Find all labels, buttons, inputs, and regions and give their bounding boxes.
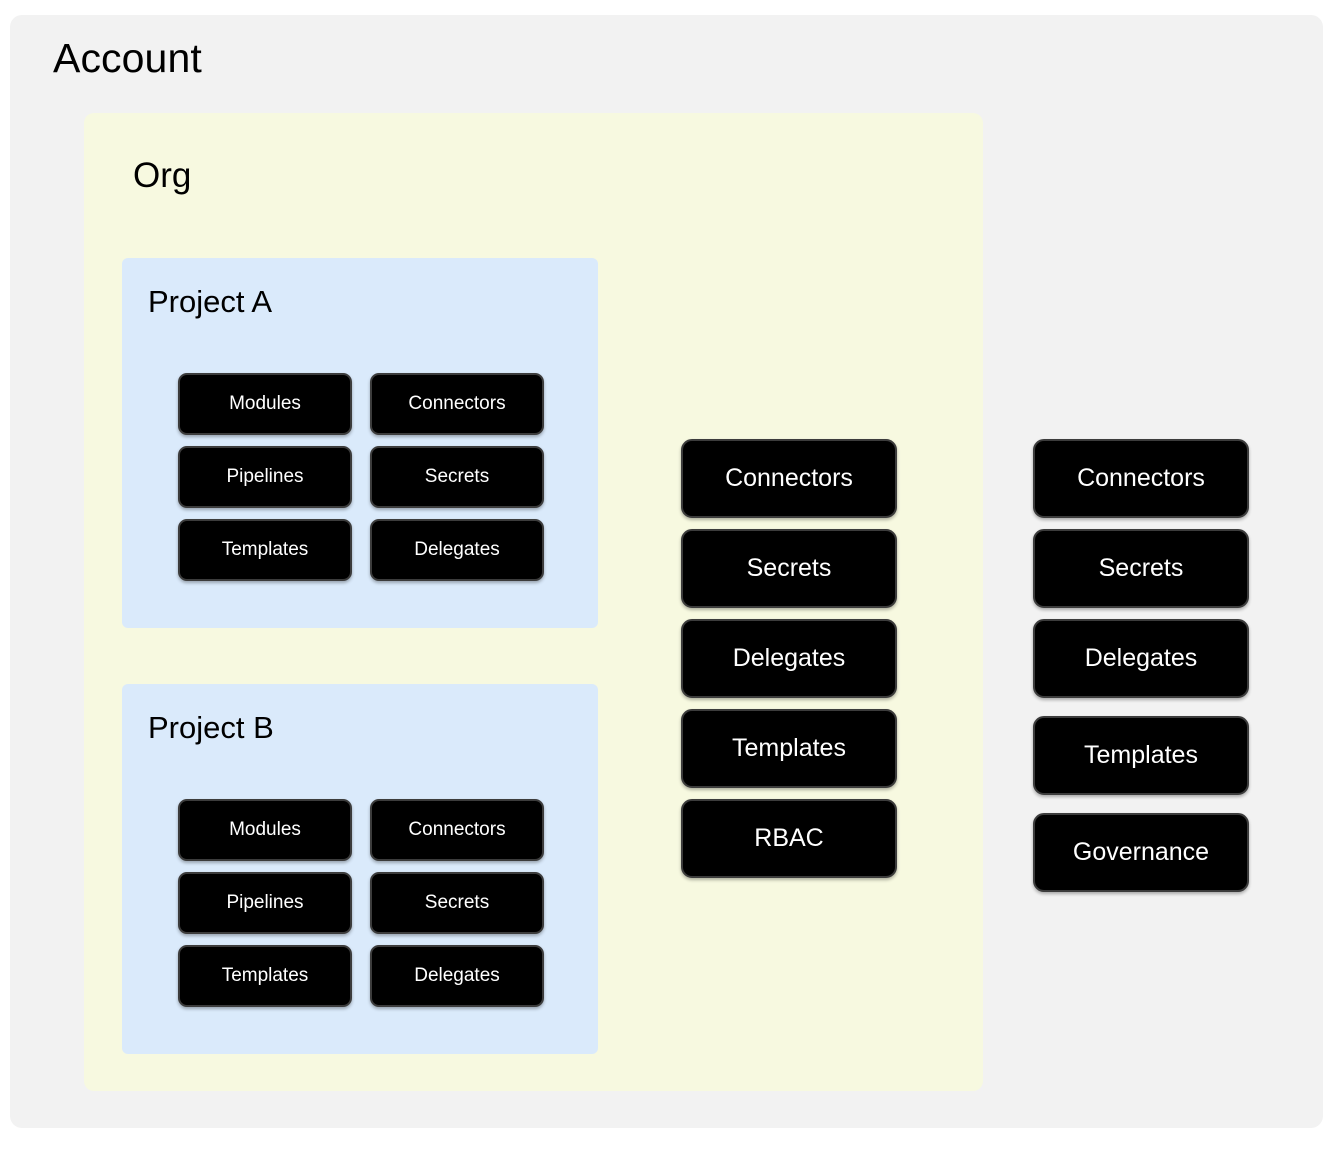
org-tile-connectors[interactable]: Connectors [681,439,897,518]
org-tile-rbac[interactable]: RBAC [681,799,897,878]
org-scope-label: Org [133,156,192,195]
project-a-tile-modules[interactable]: Modules [178,373,352,435]
account-tile-connectors[interactable]: Connectors [1033,439,1249,518]
project-b-label: Project B [148,710,274,745]
account-tile-secrets[interactable]: Secrets [1033,529,1249,608]
project-a-tile-pipelines[interactable]: Pipelines [178,446,352,508]
project-b-tile-templates[interactable]: Templates [178,945,352,1007]
project-b-tile-modules[interactable]: Modules [178,799,352,861]
org-tile-secrets[interactable]: Secrets [681,529,897,608]
project-b-tile-secrets[interactable]: Secrets [370,872,544,934]
project-b-container: Project B Modules Connectors Pipelines S… [122,684,598,1054]
project-a-resource-grid: Modules Connectors Pipelines Secrets Tem… [178,373,544,581]
account-tile-delegates[interactable]: Delegates [1033,619,1249,698]
org-tile-templates[interactable]: Templates [681,709,897,788]
project-a-tile-templates[interactable]: Templates [178,519,352,581]
project-a-label: Project A [148,284,273,319]
project-a-tile-secrets[interactable]: Secrets [370,446,544,508]
project-b-tile-connectors[interactable]: Connectors [370,799,544,861]
org-resource-column: Connectors Secrets Delegates Templates R… [681,439,897,878]
project-a-tile-connectors[interactable]: Connectors [370,373,544,435]
account-resource-column: Connectors Secrets Delegates Templates G… [1033,439,1249,892]
account-tile-templates[interactable]: Templates [1033,716,1249,795]
org-tile-delegates[interactable]: Delegates [681,619,897,698]
account-scope-label: Account [53,35,202,81]
project-b-tile-delegates[interactable]: Delegates [370,945,544,1007]
account-tile-governance[interactable]: Governance [1033,813,1249,892]
project-a-tile-delegates[interactable]: Delegates [370,519,544,581]
project-a-container: Project A Modules Connectors Pipelines S… [122,258,598,628]
project-b-tile-pipelines[interactable]: Pipelines [178,872,352,934]
project-b-resource-grid: Modules Connectors Pipelines Secrets Tem… [178,799,544,1007]
